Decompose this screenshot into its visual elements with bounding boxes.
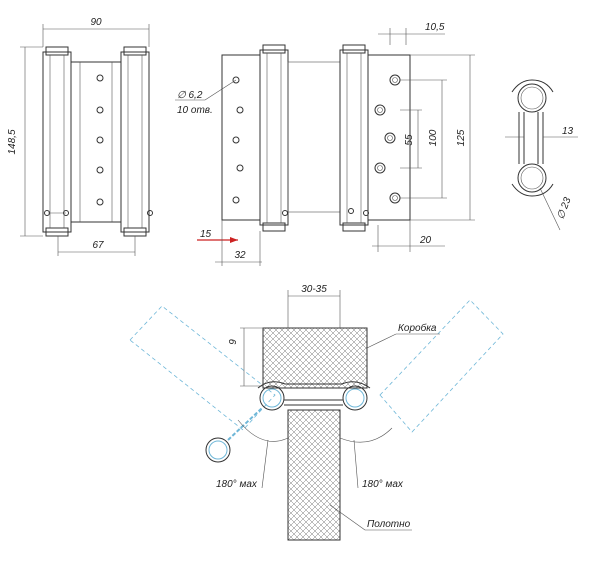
dim-90-label: 90 — [90, 17, 102, 28]
frame-label: Коробка — [398, 322, 437, 334]
dim-125-label: 125 — [456, 129, 467, 146]
frame-block — [262, 327, 368, 389]
dim-9-label: 9 — [228, 339, 239, 345]
dim-30-35-label: 30-35 — [301, 284, 327, 295]
dim-148-5-label: 148,5 — [7, 129, 18, 154]
dim-100-label: 100 — [428, 129, 439, 146]
door-leaf-block — [287, 409, 341, 541]
dim-15-label: 15 — [200, 229, 212, 240]
dim-67-label: 67 — [92, 240, 104, 251]
dim-13-label: 13 — [562, 126, 574, 137]
dim-55-label: 55 — [404, 134, 415, 146]
front-view: 90 148,5 67 — [7, 17, 153, 256]
hole-diameter-label: ∅ 6,2 — [177, 90, 203, 101]
top-view: 13 ∅ 23 — [505, 79, 578, 231]
installation-view: 30-35 9 Коробка Полотно 180° мах 180° ма… — [129, 284, 504, 541]
dim-20-label: 20 — [419, 235, 432, 246]
dim-dia-23-label: ∅ 23 — [555, 196, 573, 221]
angle-right-label: 180° мах — [362, 479, 404, 490]
opened-view: ∅ 6,2 10 отв. 15 32 10,5 55 100 125 — [175, 22, 475, 266]
door-leaf-label: Полотно — [367, 519, 411, 530]
dim-10-5-label: 10,5 — [425, 22, 445, 33]
angle-left-label: 180° мах — [216, 479, 258, 490]
holes-count-label: 10 отв. — [177, 105, 213, 116]
dim-32-label: 32 — [234, 250, 246, 261]
